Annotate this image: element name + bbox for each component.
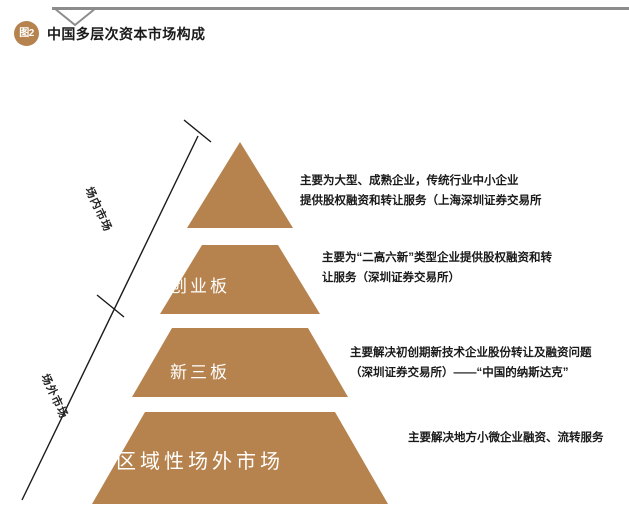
scope-bracket-line (21, 135, 199, 501)
pyramid-tier-4-label: 区域性场外市场 (116, 451, 284, 473)
pyramid-diagram: 创业板 新三板 区域性场外市场 场内市场 场外市场 主要为大型、成熟企业，传统行… (0, 60, 629, 529)
scope-tick-upper (183, 119, 212, 143)
pyramid-tier-4-description: 主要解决地方小微企业融资、流转服务 (408, 428, 604, 448)
description-line: 主要解决初创期新技术企业股份转让及融资问题 (350, 347, 592, 359)
pyramid-tier-4-shape (92, 412, 388, 504)
scope-tick-middle (96, 294, 125, 318)
pyramid-tier-1-shape (187, 142, 293, 228)
pyramid-tier-2-label: 创业板 (170, 277, 230, 296)
header-notch-chevron-icon (53, 7, 97, 27)
description-line: 提供股权融资和转让服务（上海深圳证券交易所 (300, 195, 542, 207)
pyramid-tier-3-shape (132, 328, 348, 397)
description-line: 主要为“二高六新”类型企业提供股权融资和转 (322, 252, 552, 264)
description-line: （深圳证券交易所）——“中国的纳斯达克” (350, 367, 569, 379)
pyramid-tier-3-description: 主要解决初创期新技术企业股份转让及融资问题 （深圳证券交易所）——“中国的纳斯达… (350, 343, 592, 383)
pyramid-tier-2-description: 主要为“二高六新”类型企业提供股权融资和转 让服务（深圳证券交易所） (322, 248, 552, 288)
header-divider-rule (52, 7, 629, 10)
page-title: 中国多层次资本市场构成 (47, 26, 206, 42)
description-line: 主要为大型、成熟企业，传统行业中小企业 (300, 175, 519, 187)
pyramid-tier-1-description: 主要为大型、成熟企业，传统行业中小企业 提供股权融资和转让服务（上海深圳证券交易… (300, 171, 542, 211)
description-line: 让服务（深圳证券交易所） (322, 272, 460, 284)
pyramid-tier-3-label: 新三板 (170, 363, 230, 382)
pyramid-tier-2-shape (160, 245, 320, 314)
figure-header: 图2 中国多层次资本市场构成 (0, 0, 629, 60)
figure-number-badge: 图2 (14, 21, 39, 46)
description-line: 主要解决地方小微企业融资、流转服务 (408, 432, 604, 444)
pyramid-shapes (21, 119, 388, 504)
